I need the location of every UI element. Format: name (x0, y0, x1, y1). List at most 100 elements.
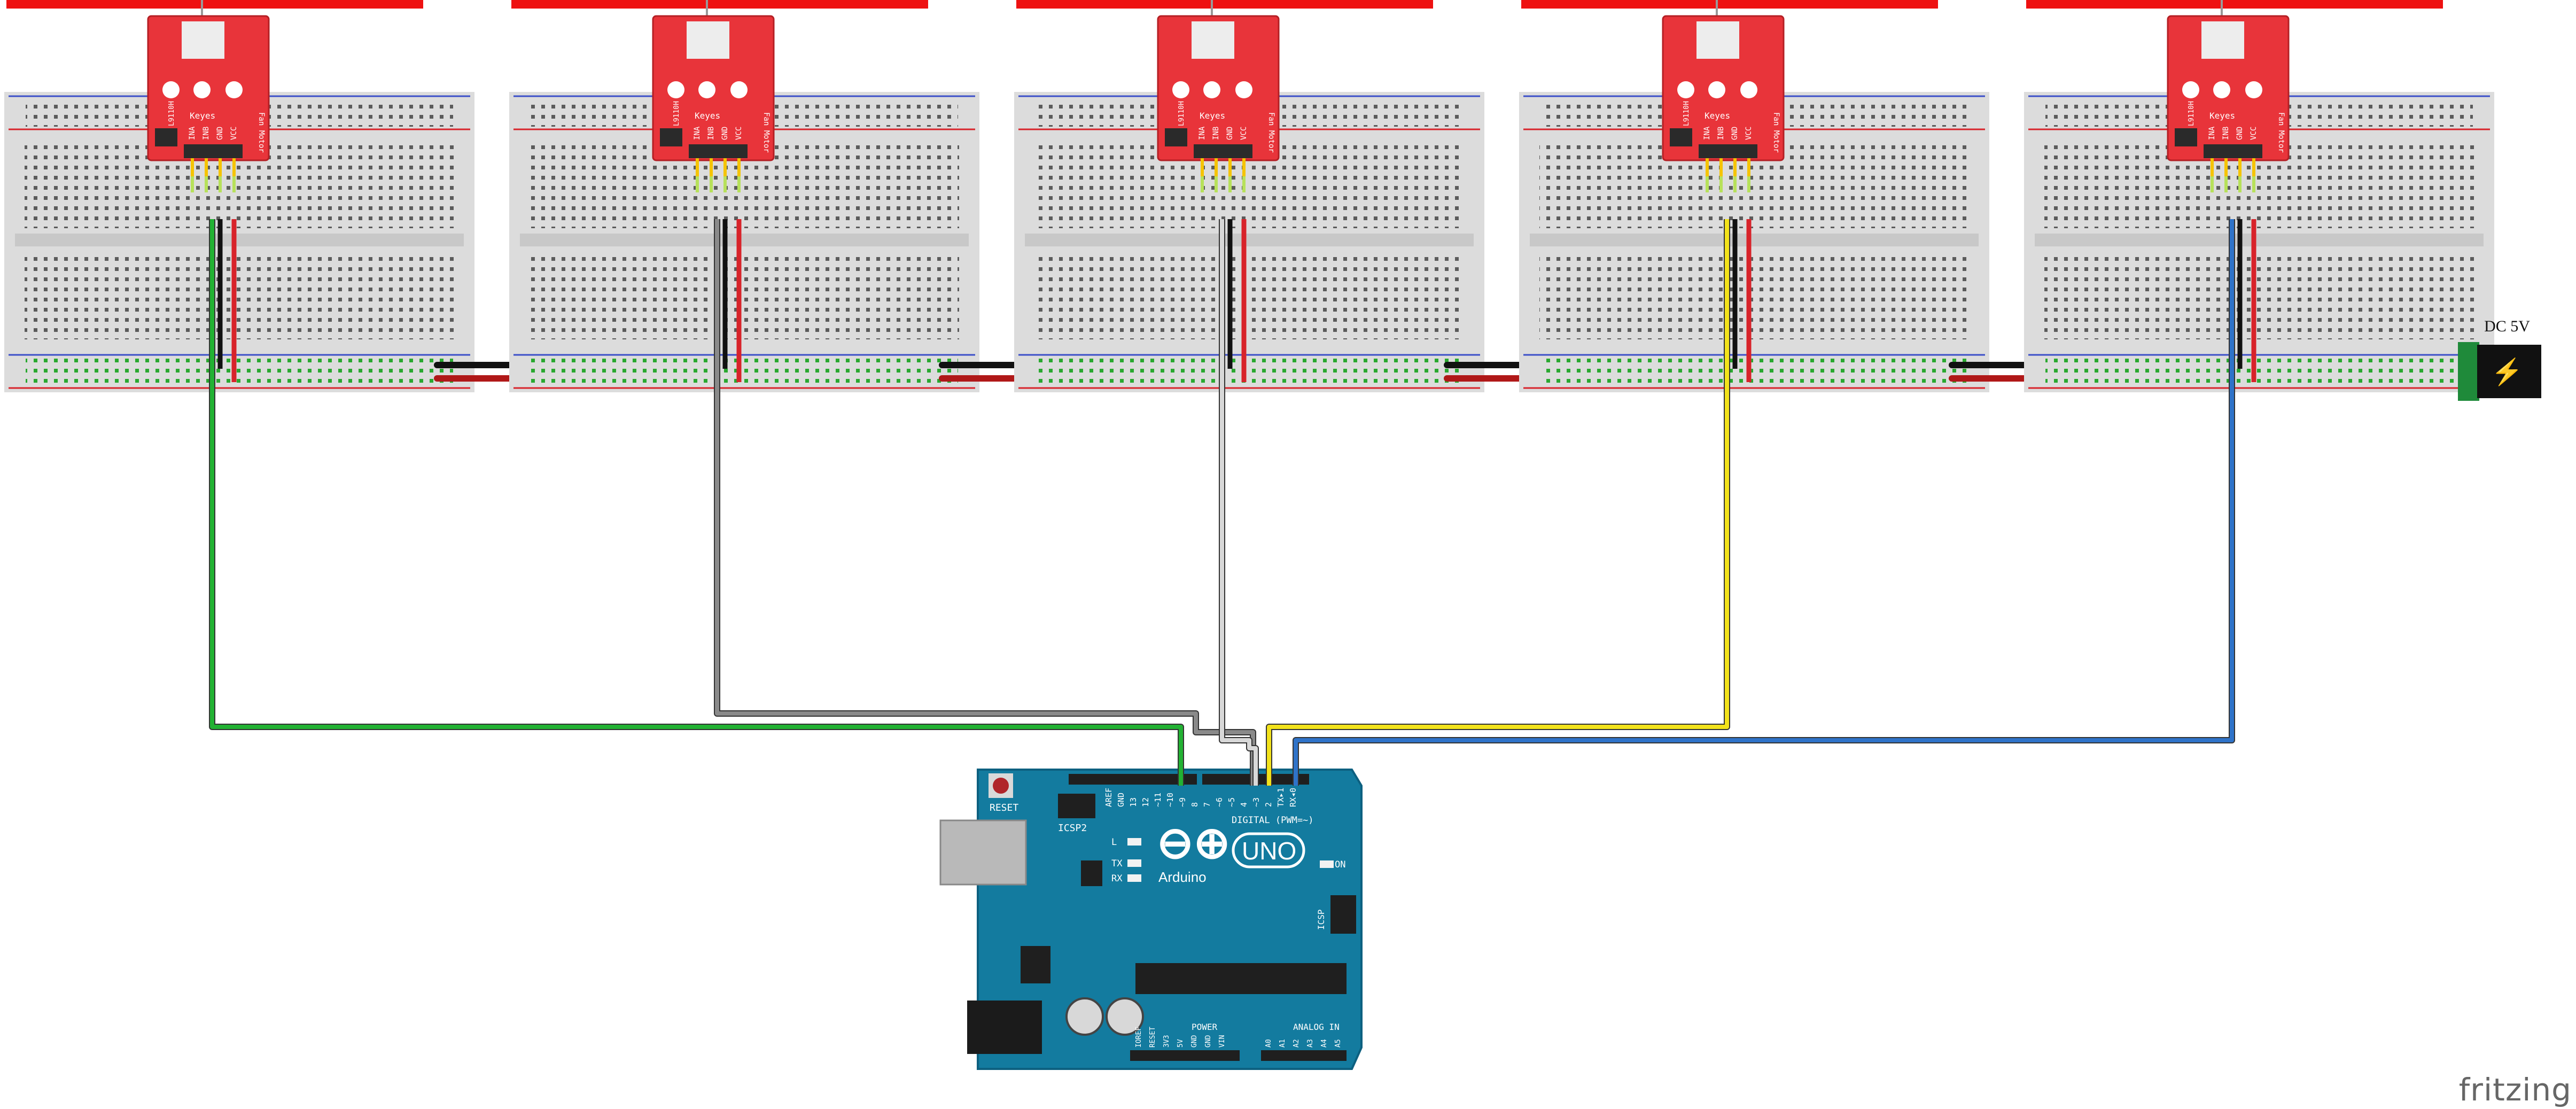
barrel-jack (967, 1001, 1042, 1054)
pin-label: VCC (1240, 127, 1248, 140)
pin-label: INB (1717, 127, 1725, 140)
pin-label: 2 (1264, 802, 1273, 807)
lower-terminal-holes (25, 251, 454, 339)
usb-chip (1081, 860, 1102, 886)
chip-label: L9110H (2188, 101, 2196, 126)
driver-chip (1165, 128, 1187, 146)
pin-label: AREF (1104, 788, 1114, 807)
jack-label: DC 5V (2484, 317, 2530, 335)
digital-header-1 (1069, 774, 1197, 785)
mount-hole (1708, 81, 1725, 98)
pin-label: 13 (1129, 797, 1138, 807)
analog-pin-label: A1 (1279, 1039, 1287, 1048)
breadboard-1 (4, 92, 544, 392)
side-label: Fan Motor (2277, 112, 2285, 153)
pin-label: GND (216, 127, 224, 140)
chip-label: L9110H (673, 101, 681, 126)
dc-power-jack: ⚡ DC 5V (2458, 317, 2541, 401)
capacitor (1065, 997, 1104, 1036)
icsp-label: ICSP (1316, 909, 1326, 930)
center-channel (520, 234, 969, 246)
motor-mount (182, 21, 224, 59)
pin-label: INB (707, 127, 715, 140)
bottom-rail-holes (531, 358, 958, 385)
pin-label: 4 (1239, 802, 1249, 807)
voltage-regulator (1021, 946, 1050, 983)
led (1127, 874, 1141, 882)
pin-label: ~11 (1153, 793, 1163, 807)
led (1127, 838, 1141, 846)
power-pin-label: GND (1190, 1035, 1198, 1048)
pin-label: GND (1731, 127, 1739, 140)
signal-wire-1 (210, 219, 1183, 786)
breadboard-3 (1014, 92, 1554, 392)
pin-label: INA (1198, 126, 1207, 140)
driver-chip (2175, 128, 2197, 146)
mount-hole (698, 81, 715, 98)
bottom-rail-holes (1540, 358, 1968, 385)
side-label: Fan Motor (1267, 112, 1275, 153)
jack-body (2477, 345, 2541, 398)
pin-label: VCC (2250, 127, 2258, 140)
power-pin-label: 5V (1177, 1039, 1185, 1048)
lower-terminal-holes (530, 251, 959, 339)
mount-hole (667, 81, 684, 98)
signal-wire-5 (1294, 219, 2234, 786)
led-label: TX (1111, 858, 1123, 869)
led-label: RX (1111, 873, 1123, 884)
power-pin-label: RESET (1149, 1027, 1157, 1048)
brand-label: Keyes (695, 111, 720, 121)
pin-header (1194, 144, 1252, 158)
analog-pin-label: A4 (1320, 1039, 1328, 1048)
mount-hole (730, 81, 748, 98)
analog-pin-label: A0 (1265, 1039, 1273, 1048)
pin-label: ~10 (1165, 793, 1175, 807)
pin-label: TX▸1 (1276, 788, 1286, 807)
mount-hole (2213, 81, 2230, 98)
pin-label: GND (1226, 127, 1234, 140)
mount-hole (1172, 81, 1189, 98)
on-label: ON (1335, 859, 1345, 870)
motor-mount (687, 21, 729, 59)
fan-blade-bar (2026, 0, 2443, 9)
pin-label: 8 (1190, 802, 1200, 807)
fan-modules: L9110H Keyes Fan Motor INA INB GND VCC L9110H Ke… (6, 0, 2443, 192)
pin-label: INA (693, 126, 702, 140)
chip-label: L9110H (1683, 101, 1691, 126)
power-label: POWER (1192, 1022, 1218, 1032)
pin-label: INA (188, 126, 197, 140)
center-channel (1530, 234, 1979, 246)
driver-chip (660, 128, 682, 146)
digital-label: DIGITAL (PWM=~) (1232, 815, 1314, 826)
mount-hole (2182, 81, 2199, 98)
driver-chip (1670, 128, 1692, 146)
bottom-rail-holes (1036, 358, 1463, 385)
power-pin-label: 3V3 (1163, 1035, 1171, 1048)
analog-pin-label: A3 (1306, 1039, 1314, 1048)
analog-pin-label: A2 (1293, 1039, 1301, 1048)
pin-label: ~5 (1227, 797, 1236, 807)
analog-pin-label: A5 (1334, 1039, 1342, 1048)
power-header (1130, 1050, 1240, 1061)
reset-label: RESET (990, 802, 1018, 813)
lightning-bolt-icon: ⚡ (2491, 357, 2523, 387)
side-label: Fan Motor (1772, 112, 1780, 153)
mount-hole (1740, 81, 1757, 98)
pin-label: INA (2208, 126, 2216, 140)
led-label: L (1111, 837, 1117, 848)
atmega-chip (1135, 963, 1347, 994)
pin-label: GND (721, 127, 729, 140)
pin-label: INB (202, 127, 211, 140)
on-led (1320, 860, 1334, 868)
breadboard-2 (509, 92, 1049, 392)
mount-hole (2245, 81, 2262, 98)
brand-label: Keyes (2209, 111, 2235, 121)
pin-label: 7 (1202, 802, 1212, 807)
mount-hole (225, 81, 243, 98)
pin-label: INA (1703, 126, 1711, 140)
pin-label: INB (2222, 127, 2230, 140)
